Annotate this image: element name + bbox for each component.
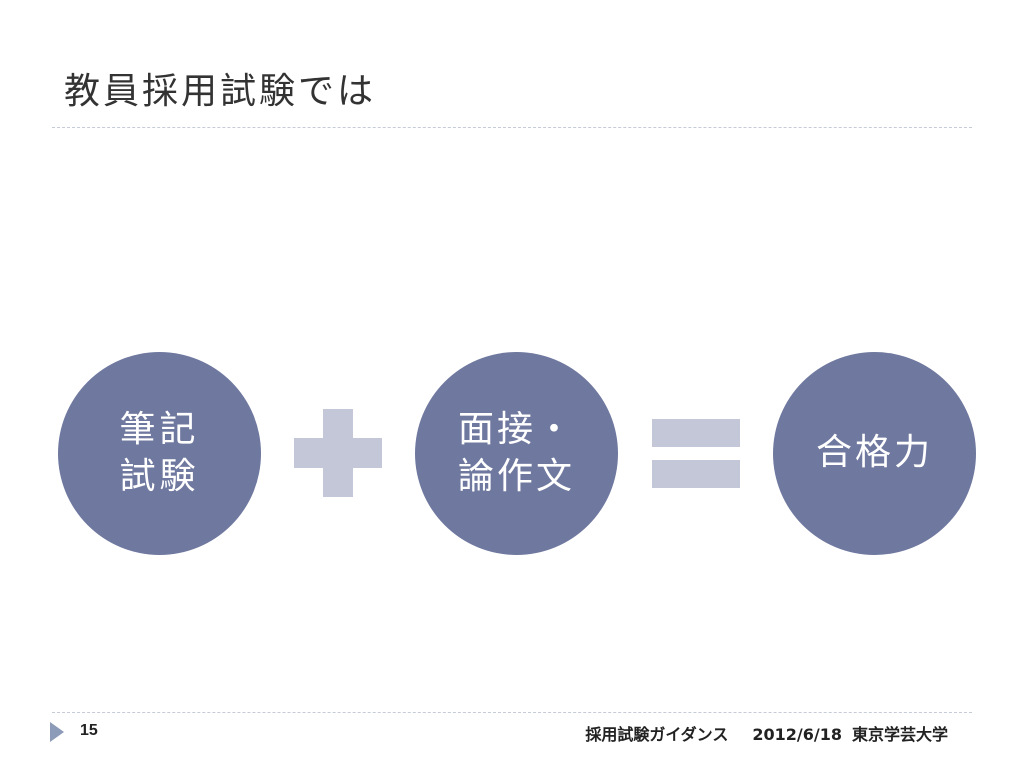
footer-guidance: 採用試験ガイダンス bbox=[585, 725, 729, 744]
equals-bottom-bar bbox=[652, 460, 740, 488]
passing-ability-label: 合格力 bbox=[815, 432, 933, 474]
slide-title: 教員採用試験では bbox=[64, 71, 377, 112]
footer-divider bbox=[52, 712, 972, 713]
footer-info: 採用試験ガイダンス 2012/6/18 東京学芸大学 bbox=[585, 721, 948, 745]
triangle-bullet-icon bbox=[50, 722, 64, 742]
plus-vertical-bar bbox=[323, 409, 353, 497]
title-divider bbox=[52, 127, 972, 128]
written-exam-circle: 筆記 試験 bbox=[58, 352, 261, 555]
interview-essay-label-line1: 面接・ bbox=[457, 408, 575, 450]
page-number: 15 bbox=[80, 722, 98, 739]
footer-date: 2012/6/18 bbox=[752, 725, 842, 744]
equals-top-bar bbox=[652, 419, 740, 447]
interview-essay-label-line2: 論作文 bbox=[457, 455, 575, 497]
footer-organization: 東京学芸大学 bbox=[851, 725, 948, 744]
passing-ability-circle: 合格力 bbox=[773, 352, 976, 555]
interview-essay-circle: 面接・ 論作文 bbox=[415, 352, 618, 555]
written-exam-label-line1: 筆記 bbox=[119, 408, 200, 450]
written-exam-label-line2: 試験 bbox=[119, 455, 200, 497]
